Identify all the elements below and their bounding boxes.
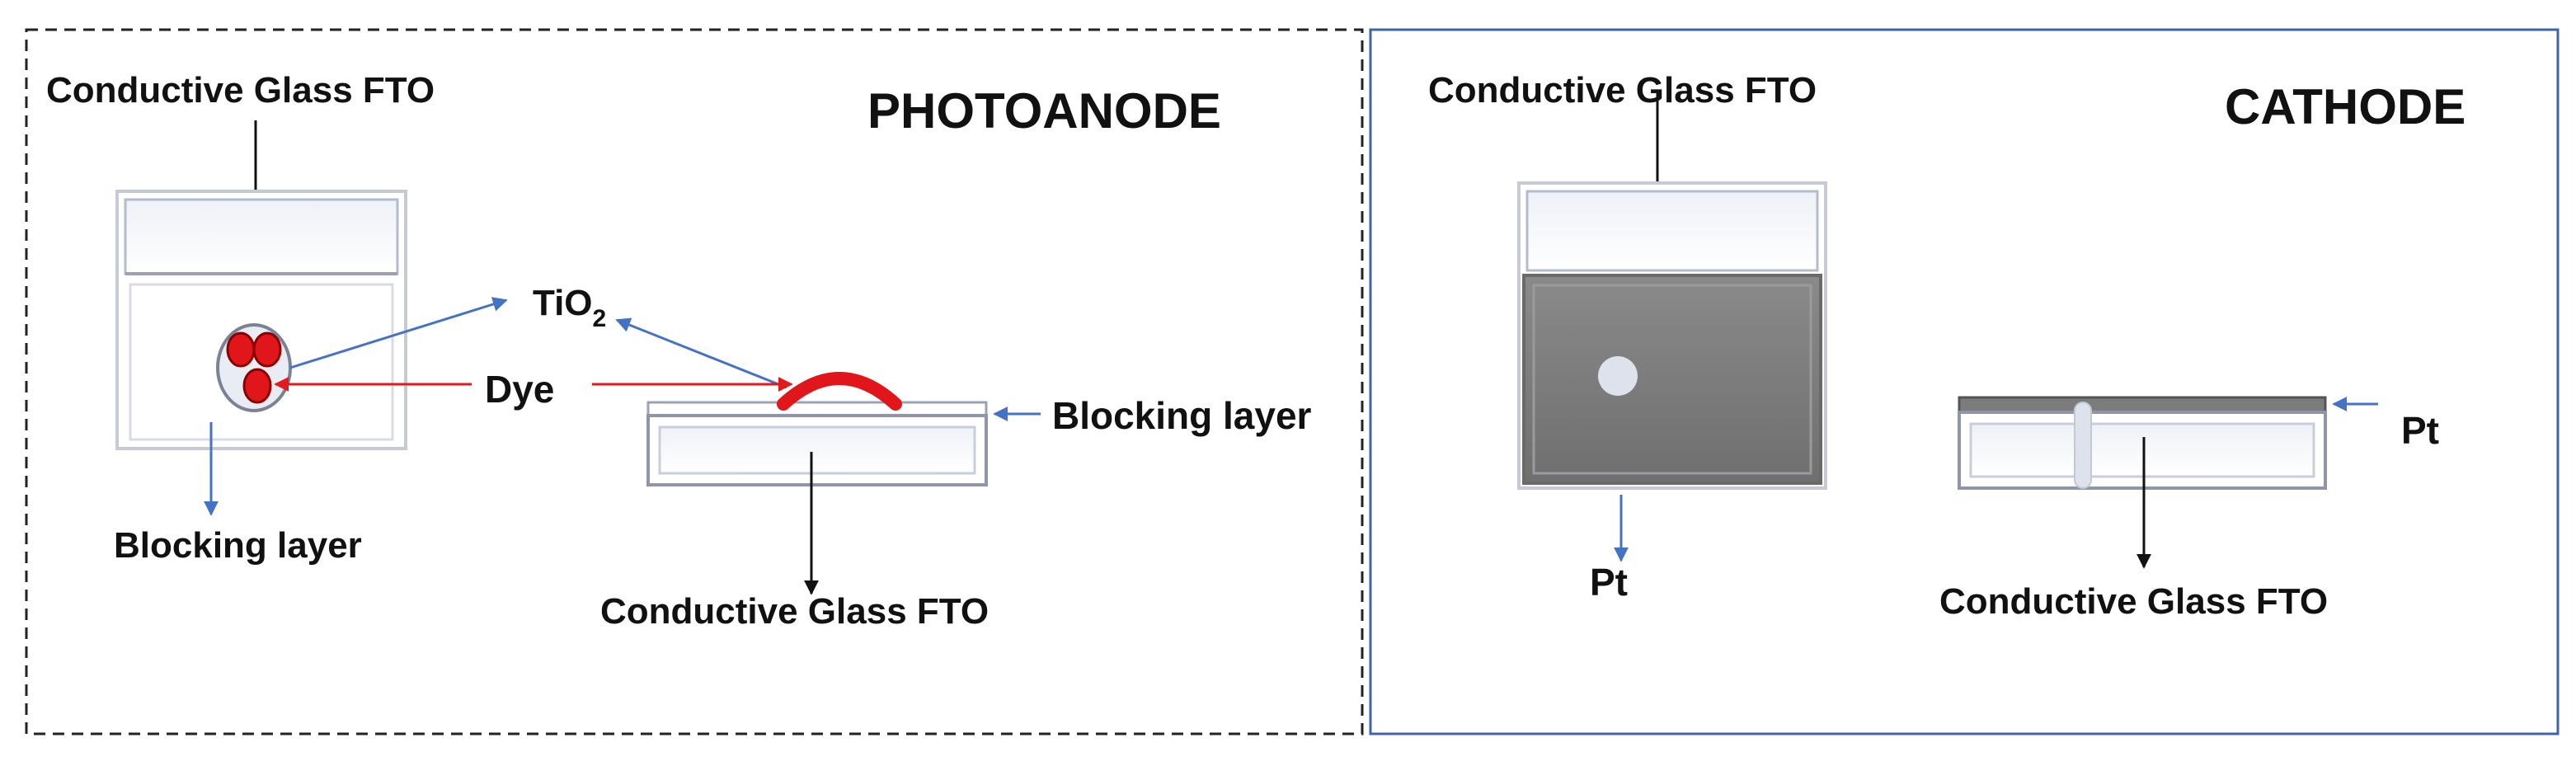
tio2-label: TiO2: [533, 283, 606, 332]
dye-droplet: [242, 368, 272, 404]
cathode-side-view: [1958, 396, 2327, 490]
platinum-strip: [1958, 396, 2327, 414]
dye-droplet: [252, 331, 282, 368]
photoanode-top-view-plate: [115, 190, 407, 450]
uncoated-spot: [1598, 356, 1638, 396]
blocking-layer-strip: [646, 401, 988, 417]
photoanode-panel-border: [25, 28, 1364, 735]
cathode-top-fto-label: Conductive Glass FTO: [1428, 70, 1817, 110]
blocking-layer-side-label: Blocking layer: [1052, 394, 1312, 437]
cathode-top-view-plate: [1517, 181, 1827, 490]
photoanode-title: PHOTOANODE: [867, 83, 1221, 139]
tio2-dye-dome: [777, 372, 902, 411]
pt-side-label: Pt: [2401, 409, 2439, 452]
pt-top-view-label: Pt: [1590, 561, 1628, 604]
dye-droplet: [226, 331, 256, 368]
platinum-layer: [1522, 274, 1822, 485]
blocking-layer-bottom-label: Blocking layer: [114, 525, 362, 566]
photoanode-top-fto-label: Conductive Glass FTO: [46, 70, 435, 110]
tio2-arrow-from-side-view: [615, 317, 787, 389]
uncoated-channel: [2074, 402, 2092, 489]
photoanode-side-view: [646, 372, 988, 486]
photoanode-bottom-fto-label: Conductive Glass FTO: [600, 591, 989, 632]
dye-label: Dye: [485, 368, 554, 411]
cathode-title: CATHODE: [2225, 79, 2466, 134]
cathode-panel-border: [1369, 28, 2560, 735]
tio2-dye-spot: [216, 323, 292, 412]
cathode-bottom-fto-label: Conductive Glass FTO: [1939, 581, 2328, 622]
tio2-arrow-from-top-view: [289, 297, 508, 369]
